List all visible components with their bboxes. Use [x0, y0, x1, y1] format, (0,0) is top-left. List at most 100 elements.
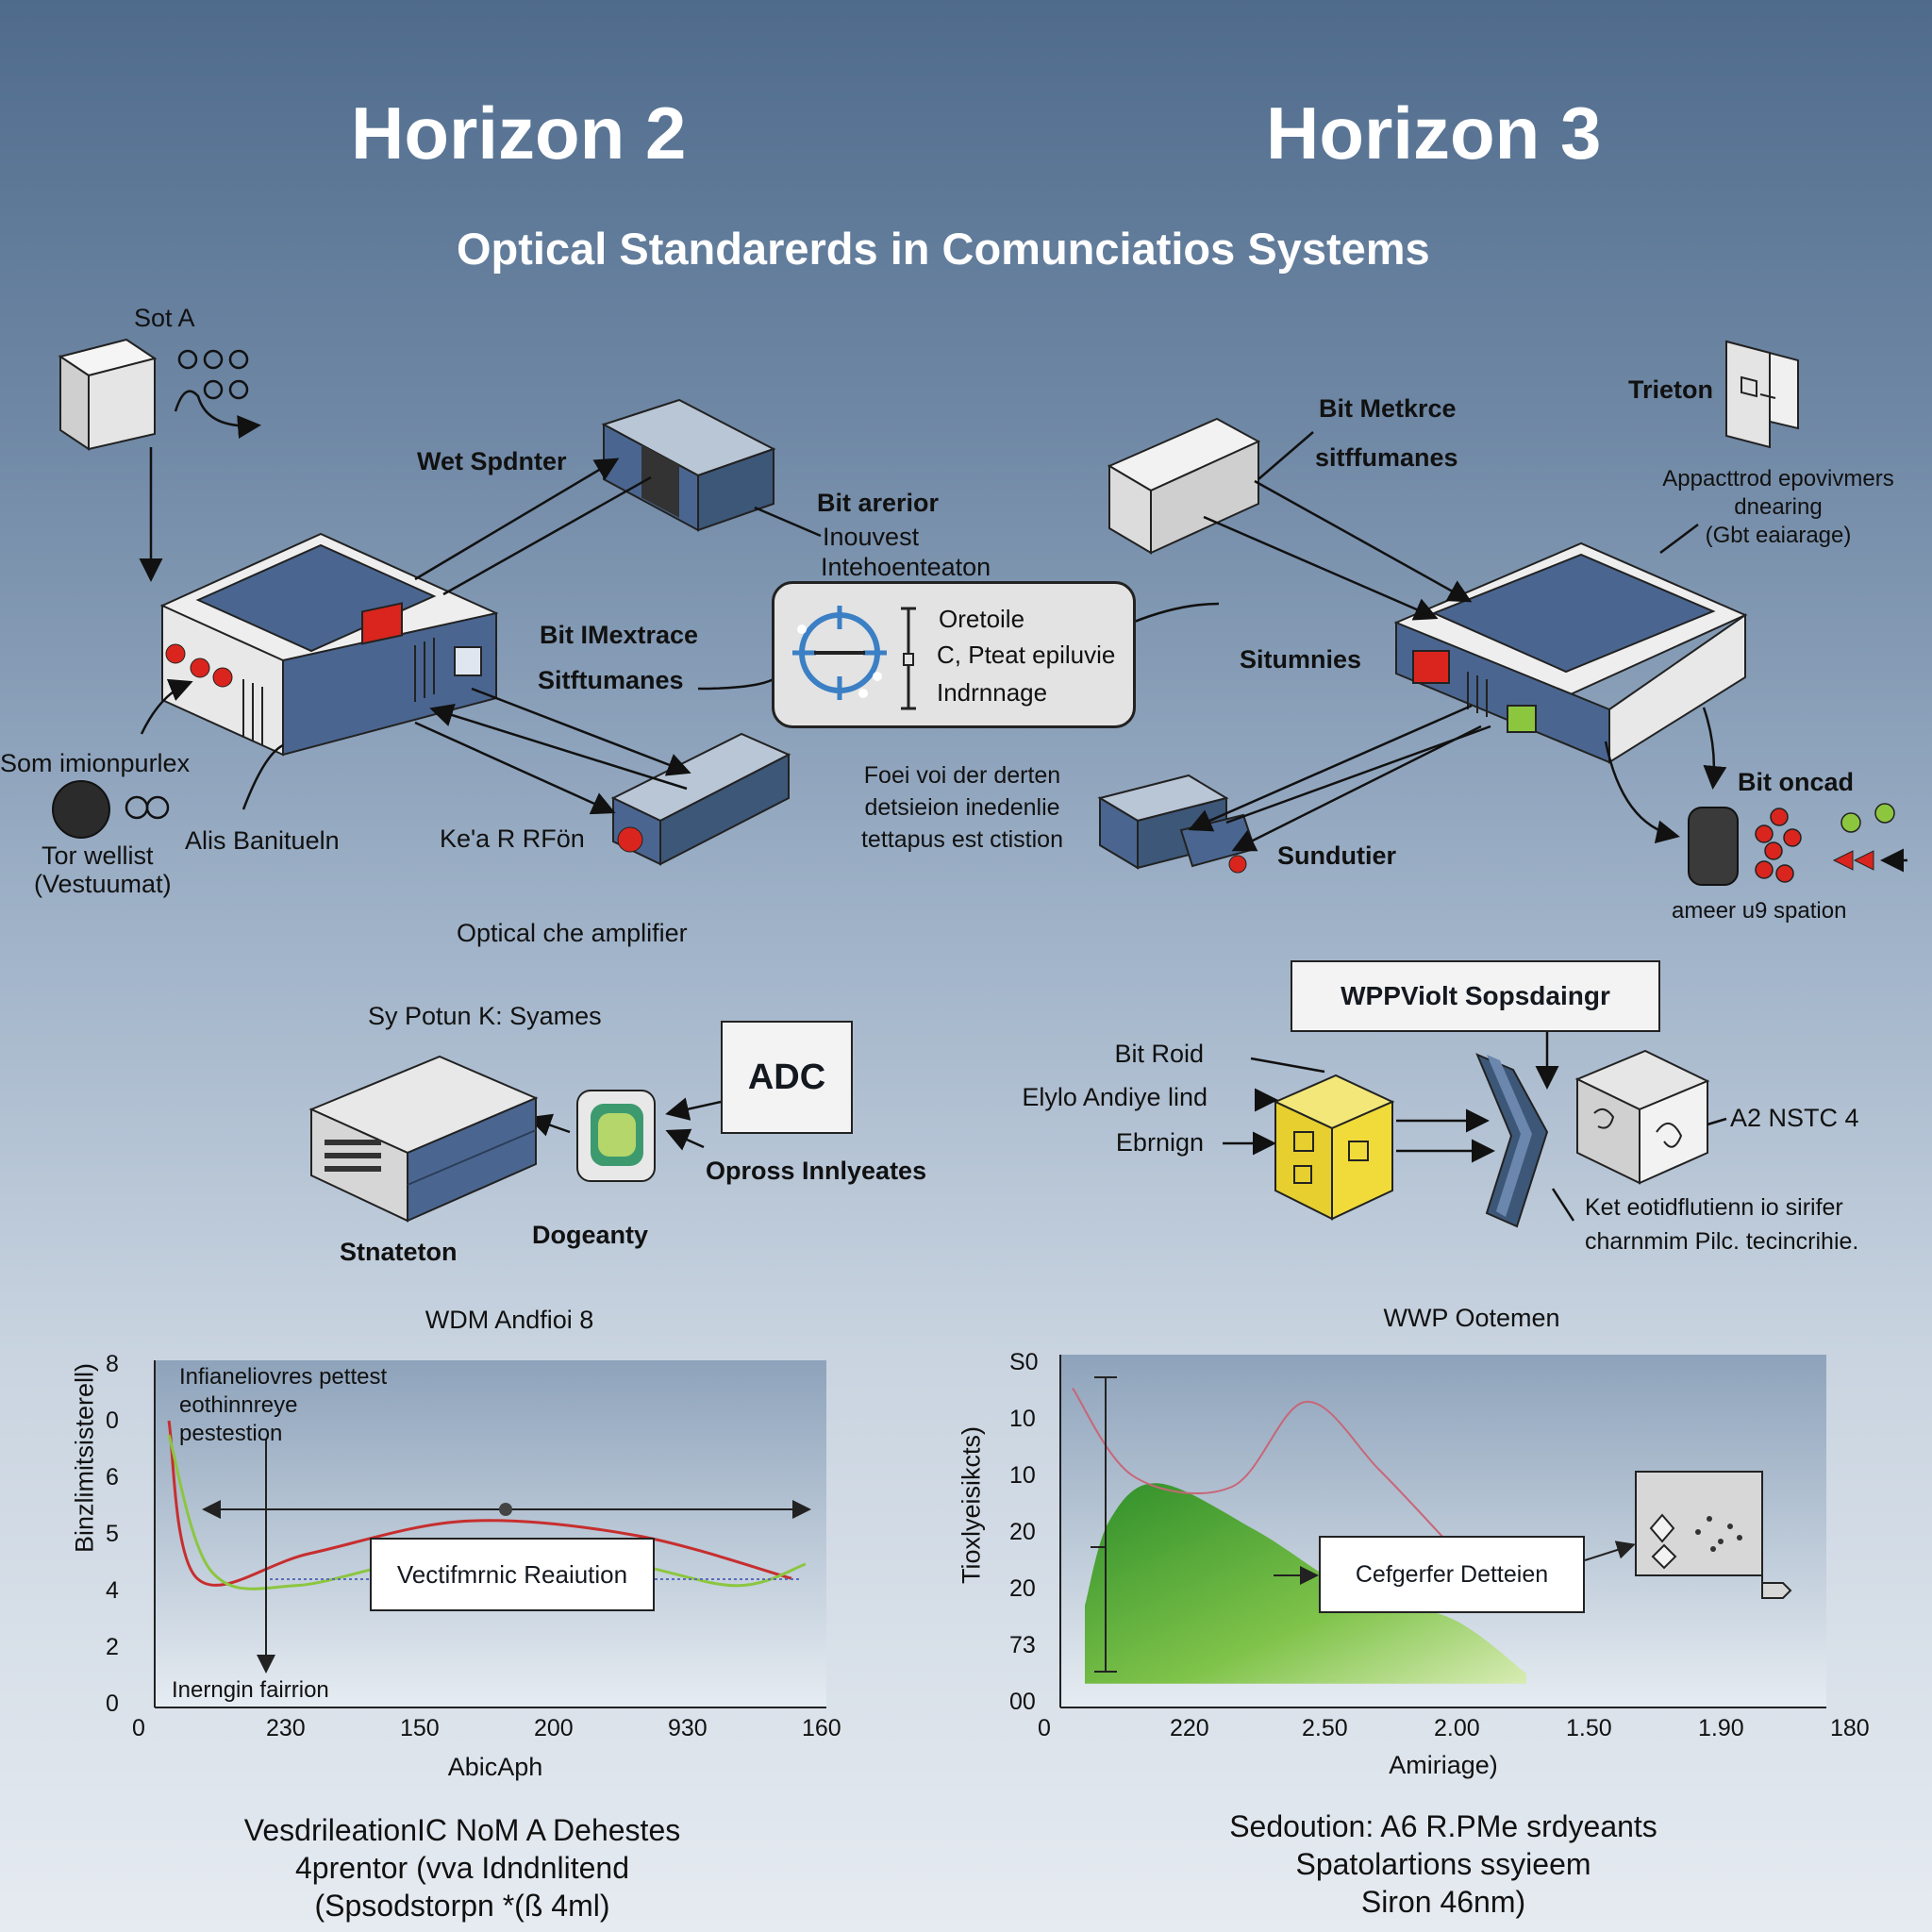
- chart-left-y-tick-0: 8: [106, 1351, 119, 1377]
- chart-right-x-tick-0: 0: [1038, 1715, 1051, 1741]
- waveguide-icon: [1475, 1053, 1549, 1228]
- chart-right-x-tick-3: 2.00: [1434, 1715, 1480, 1741]
- chart-right-y-tick-2: 10: [1009, 1462, 1036, 1489]
- opress-label: Opross Innlyeates: [706, 1157, 927, 1185]
- chart-left-x-tick-0: 0: [132, 1715, 145, 1741]
- ket-line-1: Ket eotidflutienn io sirifer: [1585, 1194, 1843, 1221]
- chart-left-series-line-0: [167, 1420, 792, 1587]
- center-note-line-2: detsieion inedenlie: [864, 794, 1060, 821]
- bit-metrace-label: Bit IMextrace: [540, 621, 699, 649]
- chart-left-x-tick-3: 200: [534, 1715, 574, 1741]
- wet-splitter-label: Wet Spdnter: [417, 447, 567, 475]
- optical-amplifier-label: Optical che amplifier: [457, 919, 688, 947]
- chart-left-annotation-1: Infianeliovres pettest: [179, 1364, 388, 1390]
- chart-right-title: WWP Ootemen: [1383, 1304, 1560, 1332]
- chart-right-x-tick-2: 2.50: [1302, 1715, 1348, 1741]
- chart-left-x-tick-2: 150: [400, 1715, 440, 1741]
- set-a-box-icon: [58, 338, 158, 451]
- chart-right-x-tick-5: 1.90: [1698, 1715, 1744, 1741]
- left-main-unit-icon: [159, 532, 499, 757]
- vestuumat-label: (Vestuumat): [34, 870, 172, 898]
- ket-line-2: charnmim Pilc. tecincrihie.: [1585, 1228, 1859, 1255]
- callout-line-2: C, Pteat epiluvie: [937, 641, 1116, 669]
- yellow-cube-icon: [1273, 1074, 1395, 1221]
- chart-right-y-tick-5: 73: [1009, 1632, 1036, 1658]
- chart-right-y-tick-6: 00: [1009, 1689, 1036, 1715]
- center-note-line-1: Foei voi der derten: [863, 762, 1061, 789]
- chart-left-xlabel: AbicAph: [447, 1753, 543, 1781]
- chart-left-peak-marker: [499, 1503, 512, 1516]
- chart-right-x-tick-4: 1.50: [1566, 1715, 1612, 1741]
- bit-oncad-green-dots-icon: [1840, 803, 1895, 833]
- chart-left-annotation-2: eothinnreye: [179, 1392, 298, 1418]
- sy-potum-label: Sy Potun K: Syames: [368, 1002, 602, 1030]
- horizon-3-title: Horizon 3: [1266, 92, 1602, 175]
- transmitter-left-icon: [610, 732, 791, 866]
- chart-left-annotation-3: pestestion: [179, 1421, 283, 1446]
- callout-line-1: Oretoile: [939, 605, 1025, 633]
- chart-right-series-line-1: [1072, 1388, 1454, 1549]
- target-crosshair-icon: [792, 606, 887, 700]
- chart-right-x-tick-1: 220: [1170, 1715, 1209, 1741]
- wet-splitter-icon: [601, 398, 776, 532]
- ketar-rfon-label: Ke'a R RFön: [440, 824, 585, 853]
- bit-roid-label: Bit Roid: [1114, 1040, 1204, 1068]
- chart-right-x-tick-6: 180: [1830, 1715, 1870, 1741]
- chart-right-box-label: Cefgerfer Detteien: [1355, 1560, 1549, 1588]
- wppviolt-label: WPPViolt Sopsdaingr: [1341, 981, 1610, 1010]
- chart-left-x-tick-5: 160: [802, 1715, 841, 1741]
- chart-left-y-tick-5: 2: [106, 1634, 119, 1660]
- chart-left-annotation-bottom: Inerngin fairrion: [172, 1677, 329, 1703]
- som-black-disc-icon: [52, 780, 110, 839]
- dogeanty-label: Dogeanty: [532, 1221, 649, 1249]
- bit-oncad-cylinder-icon: [1688, 807, 1739, 886]
- chart-left-x-tick-4: 930: [668, 1715, 708, 1741]
- situmnies-label: Situmnies: [1240, 645, 1362, 674]
- chart-left-title: WDM Andfioi 8: [425, 1306, 594, 1334]
- tot-wellist-label: Tor wellist: [42, 841, 154, 870]
- chart-left-y-tick-4: 4: [106, 1577, 119, 1604]
- callout-line-3: Indrnnage: [937, 678, 1048, 707]
- right-top-module-icon: [1107, 417, 1261, 555]
- elylo-label: Elylo Andiye lind: [1022, 1083, 1208, 1111]
- page-subtitle: Optical Standarerds in Comunciatios Syst…: [457, 224, 1430, 274]
- adc-label: ADC: [747, 1057, 826, 1097]
- intehentation-label: Intehoentеаton: [821, 553, 991, 581]
- sundutier-transmitter-icon: [1097, 774, 1257, 874]
- callout-bracket-icon: [901, 607, 916, 710]
- bit-oncad-red-dots-icon: [1755, 808, 1802, 883]
- chart-left-y-tick-3: 5: [106, 1521, 119, 1547]
- chart-right-xlabel: Amiriage): [1389, 1751, 1498, 1779]
- right-bit-metrace-label: Bit Metkrce: [1319, 394, 1457, 423]
- chart-right-box: Cefgerfer Detteien: [1319, 1536, 1585, 1613]
- adc-box: ADC: [721, 1021, 853, 1134]
- strateton-label: Stnateton: [340, 1238, 458, 1266]
- chart-right-y-tick-0: S0: [1009, 1349, 1039, 1375]
- sitfumanes-label: Sitftumanes: [538, 666, 684, 694]
- chart-left-caption: VesdrileationIC NoM A Dehestes 4prentor …: [243, 1813, 681, 1923]
- right-main-unit-icon: [1393, 541, 1748, 764]
- chart-right-y-tick-1: 10: [1009, 1406, 1036, 1432]
- som-implex-label: Som imionpurlex: [0, 749, 191, 777]
- chart-right-inset-icon: [1635, 1471, 1792, 1599]
- chart-right: [1059, 1355, 1826, 1708]
- wppviolt-box: WPPViolt Sopsdaingr: [1291, 960, 1660, 1032]
- chart-right-y-tick-4: 20: [1009, 1575, 1036, 1602]
- alis-banitueln-label: Alis Banitueln: [185, 826, 340, 855]
- appacted-line-2: dnearing: [1734, 494, 1823, 520]
- appacted-line-3: (Gbt eaiarage): [1705, 523, 1852, 548]
- inouvest-label: Inouvest: [823, 523, 920, 551]
- ebrnign-label: Ebrnign: [1115, 1128, 1204, 1157]
- center-note-line-3: tettapus est ctistion: [860, 826, 1063, 853]
- diagram-drawings: [52, 338, 1907, 1228]
- chart-right-x-ticks: 0 220 2.50 2.00 1.50 1.90 180: [1038, 1715, 1870, 1753]
- chart-right-ylabel: Tioxlyeisikcts): [957, 1426, 986, 1585]
- central-callout-box: Oretoile C, Pteat epiluvie Indrnnage: [772, 581, 1136, 728]
- set-a-curve-arrow: [174, 390, 261, 439]
- bit-oncad-arrowheads-icon: [1832, 850, 1874, 871]
- chart-right-caption: Sedoution: A6 R.PMe srdyeants Spatolarti…: [1229, 1809, 1657, 1919]
- trieton-label: Trieton: [1628, 375, 1714, 404]
